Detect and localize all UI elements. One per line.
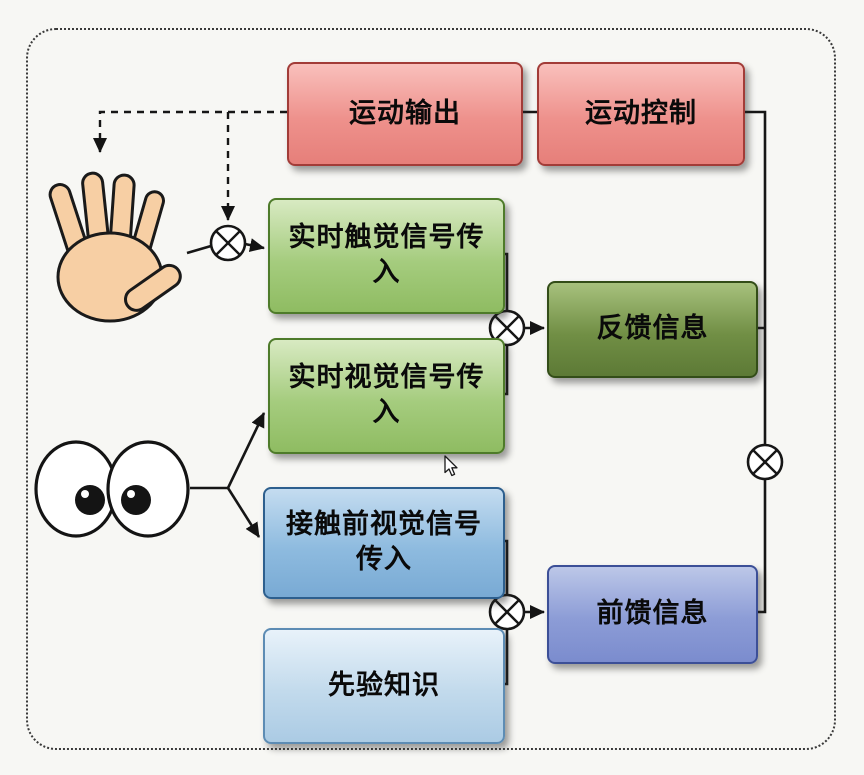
node-prior-knowledge: 先验知识 (263, 628, 505, 744)
node-motion-control-label: 运动控制 (585, 97, 697, 129)
node-visual-input-label: 实时视觉信号传入 (288, 362, 485, 428)
node-precontact-visual-input: 接触前视觉信号传入 (263, 487, 505, 599)
diagram-dotted-border (26, 28, 836, 750)
node-motion-output-label: 运动输出 (349, 97, 461, 129)
node-motion-output: 运动输出 (287, 62, 523, 166)
eyes-icon (34, 440, 190, 538)
node-motion-control: 运动控制 (537, 62, 745, 166)
node-prior-knowledge-label: 先验知识 (328, 669, 440, 701)
node-feedback-info-label: 反馈信息 (596, 313, 709, 345)
node-visual-input: 实时视觉信号传入 (268, 338, 505, 454)
mouse-pointer-icon (444, 455, 458, 477)
node-precontact-visual-input-label: 接触前视觉信号传入 (286, 509, 482, 575)
node-tactile-input: 实时触觉信号传入 (268, 198, 505, 314)
node-feedforward-info: 前馈信息 (547, 565, 758, 664)
node-feedforward-info-label: 前馈信息 (596, 598, 709, 630)
hand-icon (48, 171, 182, 323)
node-tactile-input-label: 实时触觉信号传入 (288, 222, 485, 288)
node-feedback-info: 反馈信息 (547, 281, 758, 378)
